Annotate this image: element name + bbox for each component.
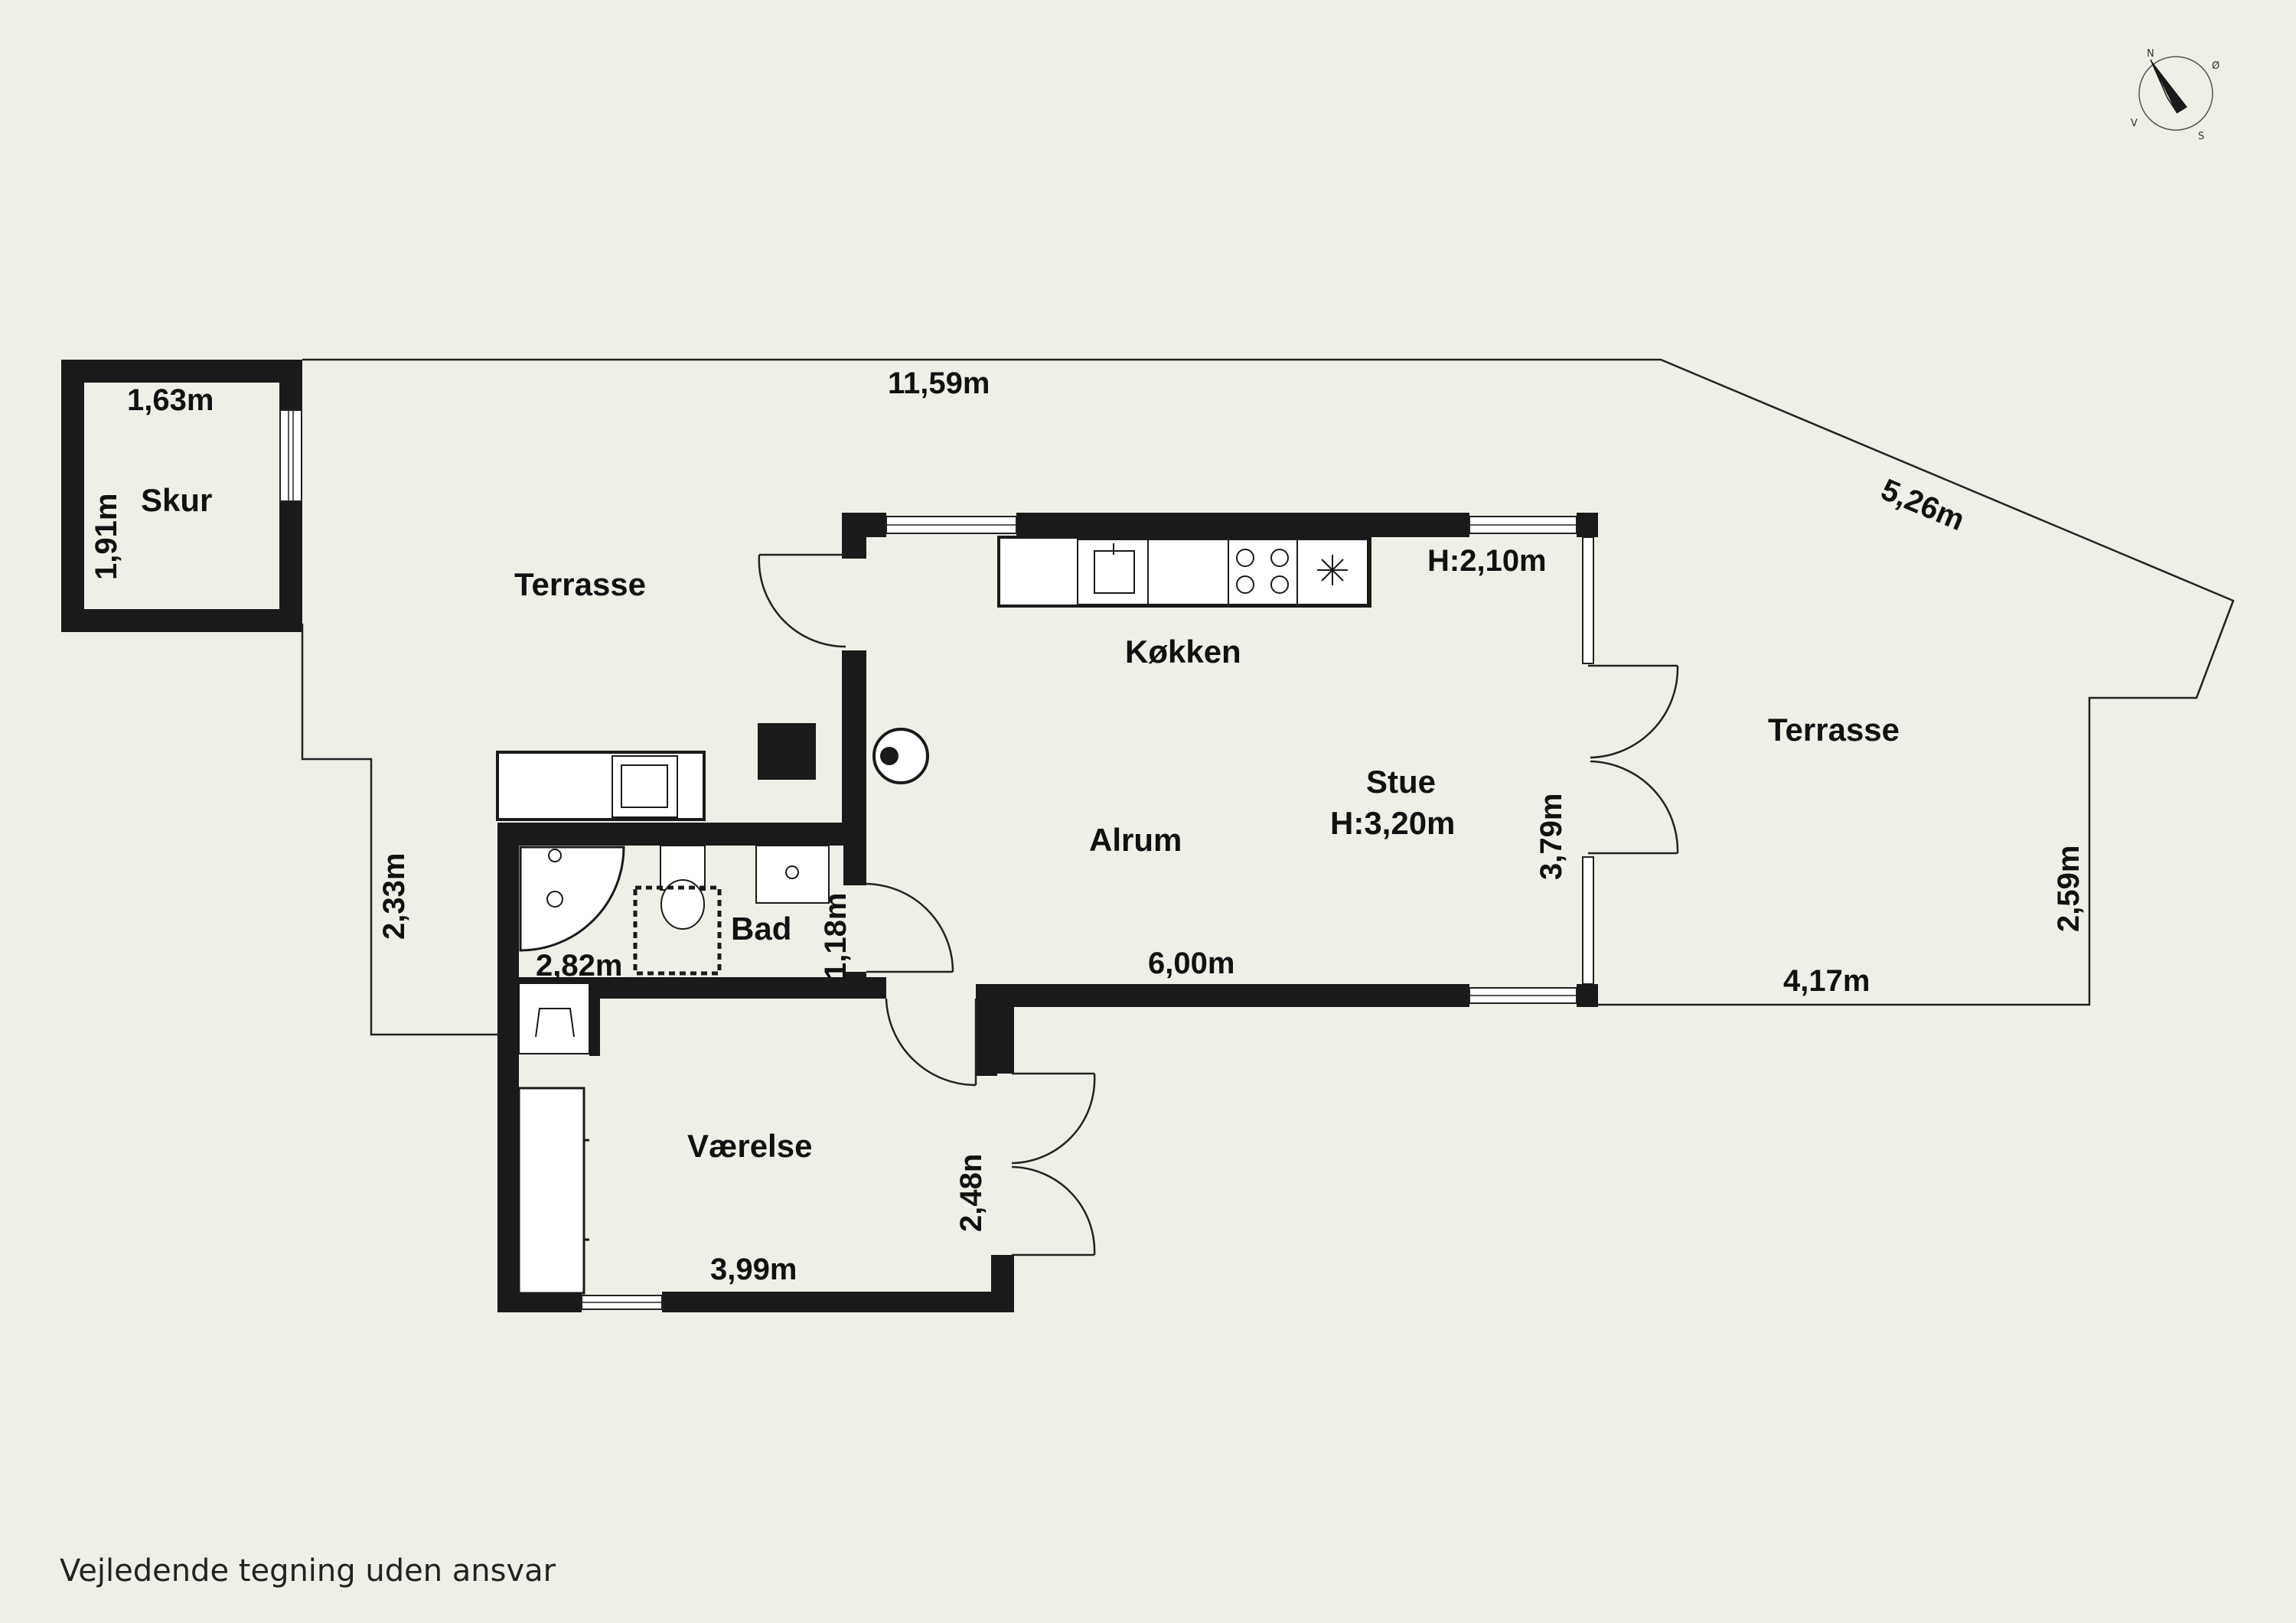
room-label-koekken: Køkken [1125,634,1241,670]
dim-window-height: H:2,10m [1427,544,1547,578]
dim-bath-width: 2,82m [536,949,622,983]
dim-room-width: 3,99m [710,1253,797,1286]
chimney-block [758,723,816,780]
room-label-stue-height: H:3,20m [1330,805,1455,841]
room-label-vaerelse: Værelse [687,1128,812,1164]
kitchen-counter [997,536,1371,608]
shed-walls [61,360,302,632]
terrace-outline-left [301,624,514,1036]
dim-terrace-left-side: 2,33m [377,853,411,940]
dim-terrace-right-width: 4,17m [1783,964,1870,998]
dim-terrace-diagonal: 5,26m [1877,473,1970,538]
wardrobe [517,1087,589,1295]
doors [758,553,1679,1256]
room-label-bad: Bad [731,911,791,947]
window-lines [582,524,1577,1303]
wood-stove [872,728,929,784]
room-label-terrasse-right: Terrasse [1768,712,1900,748]
room-label-skur: Skur [141,482,212,518]
dim-room-depth: 2,48n [954,1154,988,1232]
dim-terrace-top: 11,59m [888,367,990,400]
room-label-alrum: Alrum [1089,822,1182,858]
bathroom-fixtures [518,845,830,1054]
compass-s: S [2198,131,2204,142]
dim-terrace-right-side: 2,59m [2052,846,2086,932]
dim-living-depth: 3,79m [1534,794,1568,880]
room-label-stue: Stue [1366,764,1436,800]
disclaimer-text: Vejledende tegning uden ansvar [60,1553,556,1589]
compass-rose: N Ø S V [2131,48,2219,142]
room-label-terrasse-left: Terrasse [514,566,646,602]
dim-bath-depth: 1,18m [819,893,853,979]
dim-living-width: 6,00m [1148,947,1234,980]
dim-skur-width: 1,63m [127,383,214,417]
living-right-wall [1577,513,1598,1007]
dim-skur-height: 1,91m [90,494,123,580]
compass-n: N [2147,48,2154,60]
terrace-outline [302,358,2235,1006]
shed-window [279,409,302,502]
compass-w: V [2131,118,2138,129]
compass-e: Ø [2212,60,2219,72]
house-walls [497,513,1598,1312]
outdoor-counter [496,751,706,821]
